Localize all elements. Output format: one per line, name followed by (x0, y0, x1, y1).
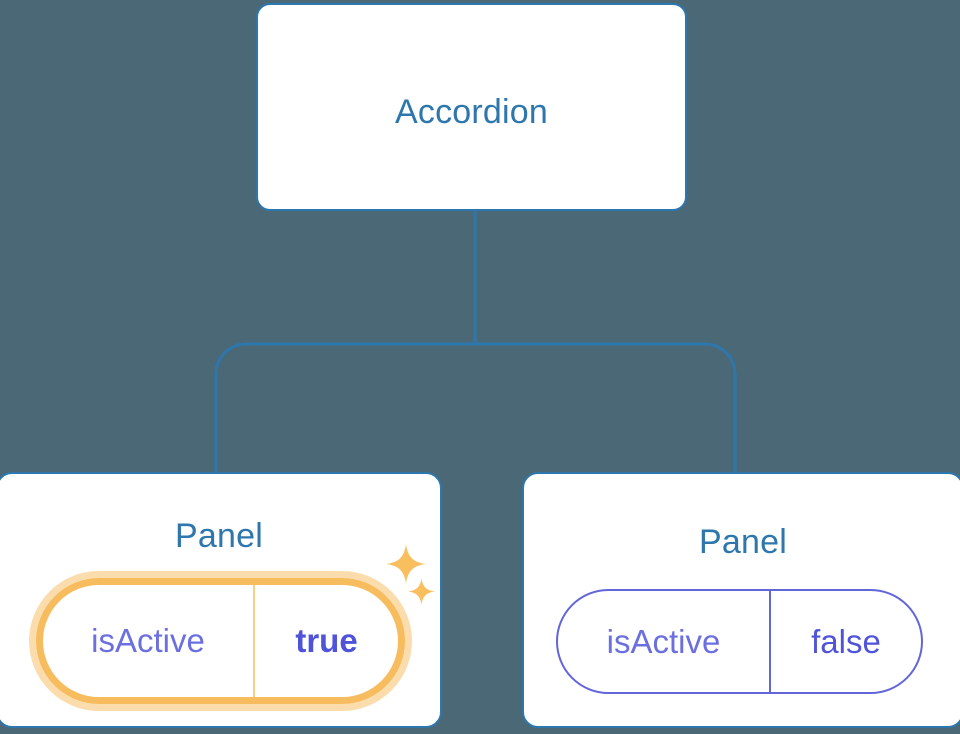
node-panel-left-label: Panel (175, 517, 263, 555)
node-accordion[interactable]: Accordion (256, 3, 687, 211)
prop-pill-value: true (295, 622, 358, 659)
edge-accordion-to-panel-left (214, 342, 475, 474)
prop-pill-is-active-false[interactable]: isActive false (556, 589, 923, 694)
prop-pill-key: isActive (43, 585, 255, 697)
prop-pill-key: isActive (558, 591, 771, 692)
prop-pill-inner: isActive true (36, 578, 405, 704)
prop-pill-is-active-true[interactable]: isActive true (29, 571, 412, 711)
node-panel-right-label: Panel (699, 523, 787, 561)
node-accordion-label: Accordion (395, 93, 548, 131)
edge-accordion-to-panel-right (475, 342, 737, 474)
prop-pill-value: false (811, 622, 881, 660)
